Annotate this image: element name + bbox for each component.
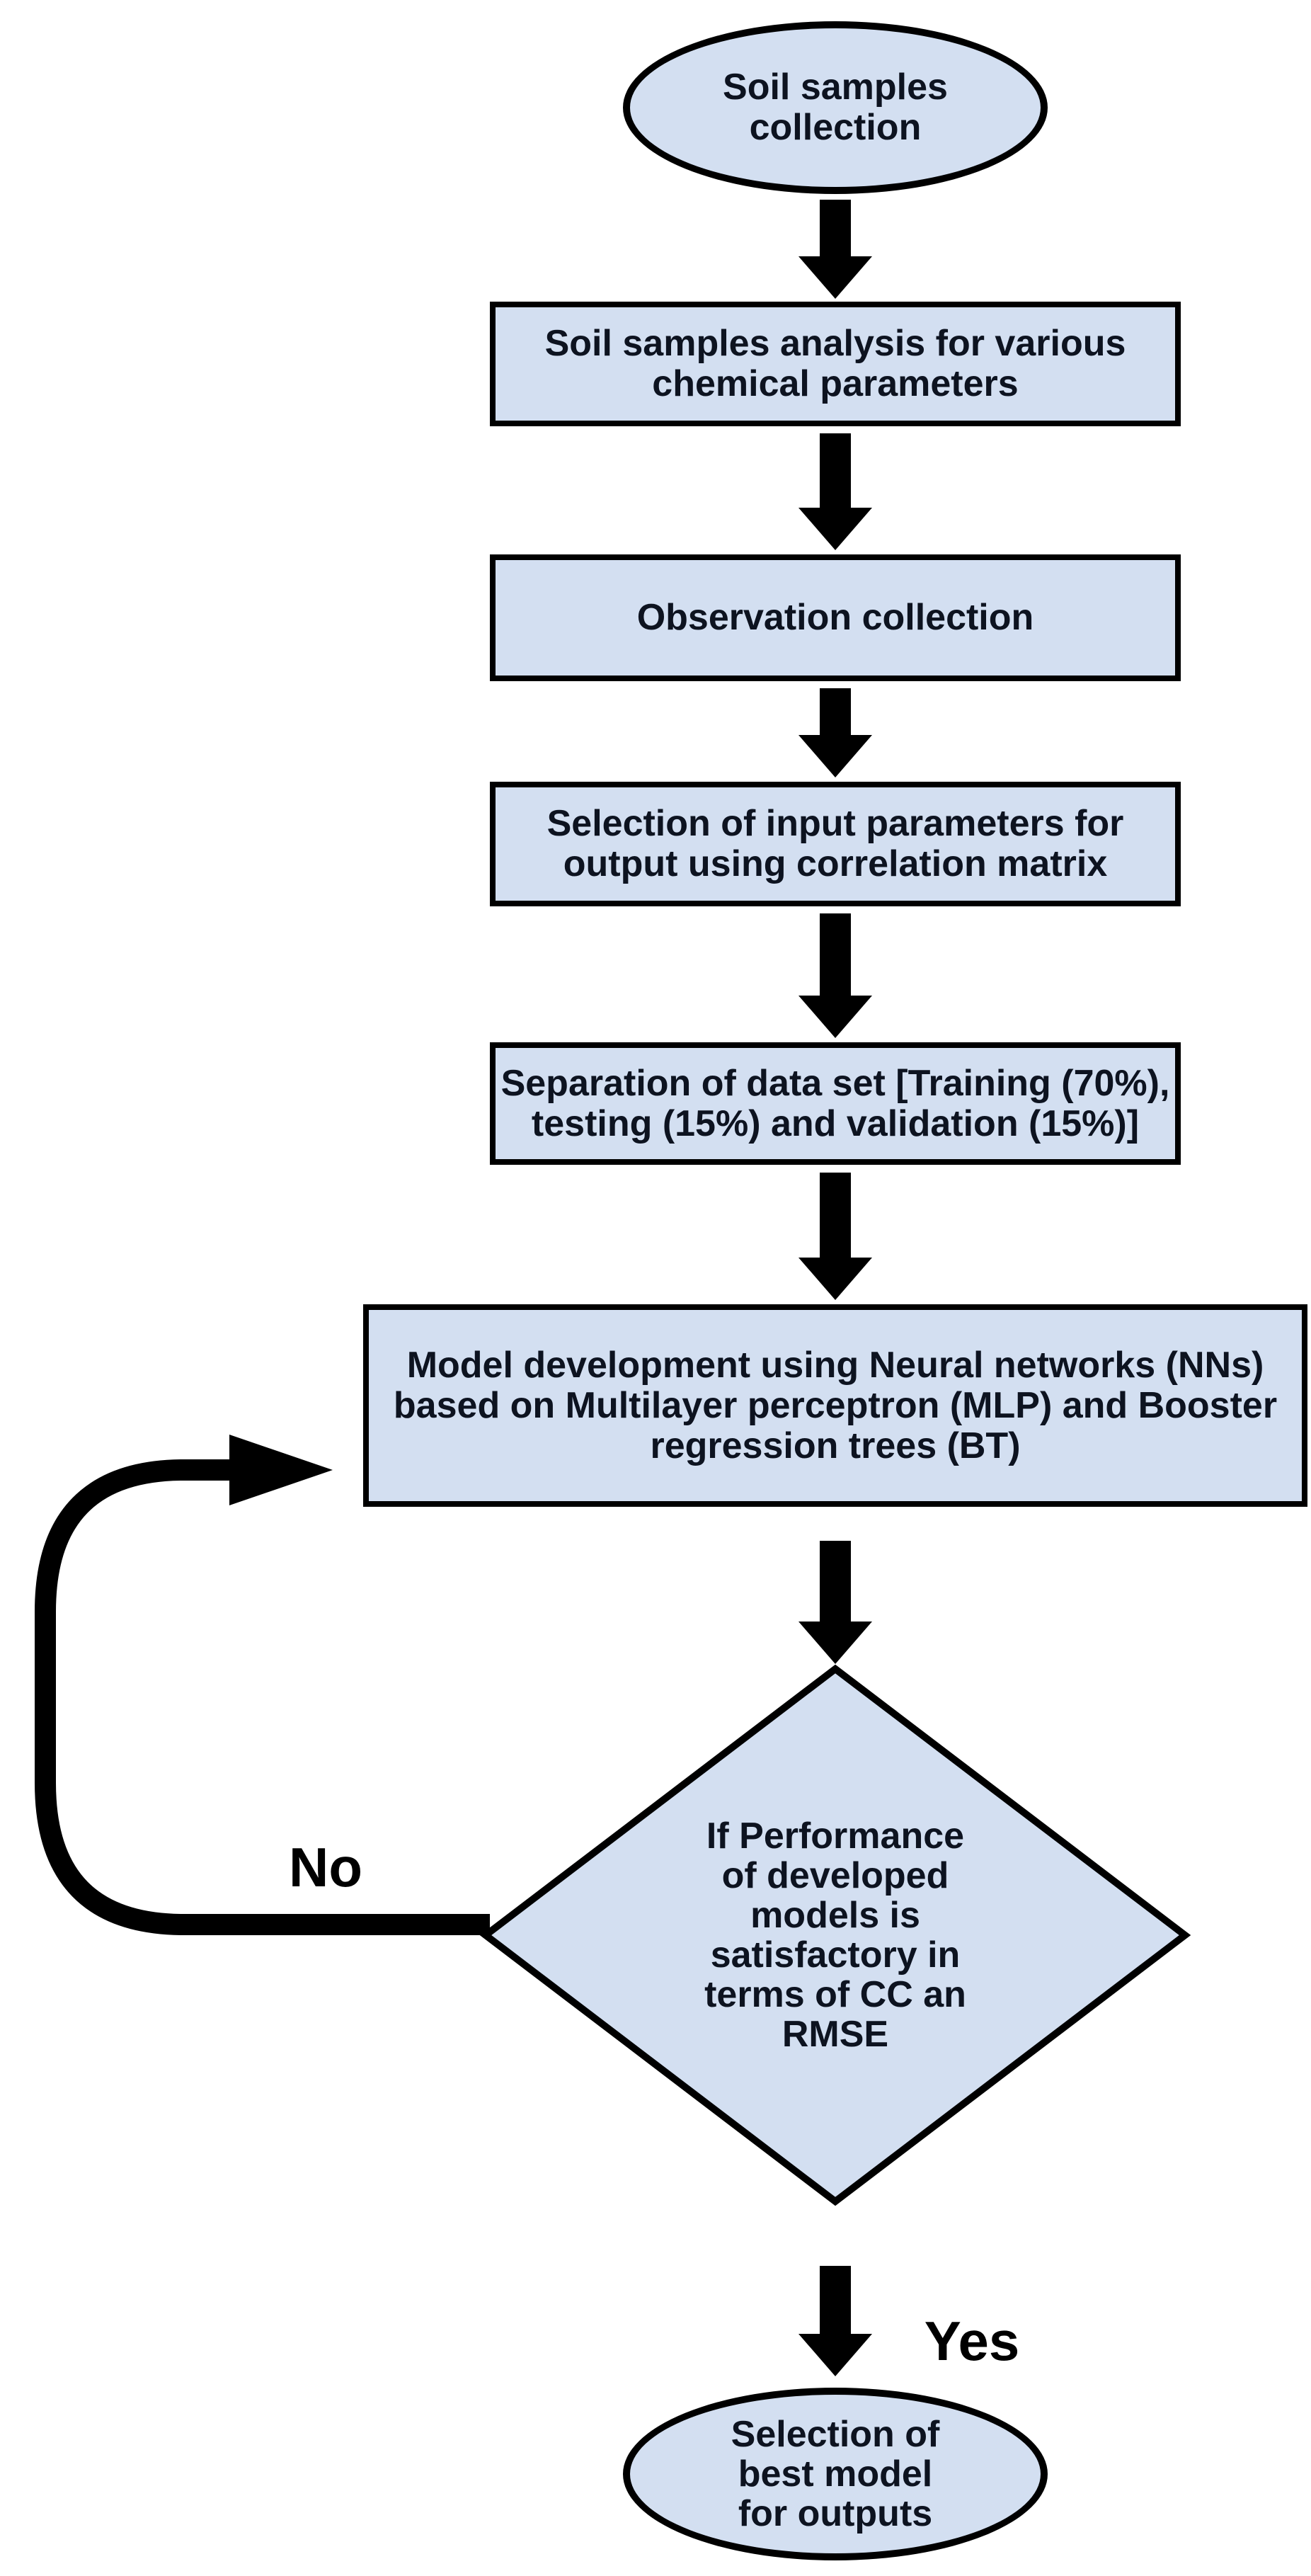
arrow-down-model-dev-to-decision bbox=[798, 1541, 872, 1664]
node-analysis-label: Soil samples analysis for various chemic… bbox=[544, 323, 1126, 404]
node-data-split-box: Separation of data set [Training (70%), … bbox=[490, 1042, 1181, 1165]
node-data-split-label: Separation of data set [Training (70%), … bbox=[500, 1062, 1170, 1144]
node-start-ellipse: Soil samples collection bbox=[623, 21, 1048, 194]
node-model-dev-label: Model development using Neural networks … bbox=[393, 1344, 1278, 1466]
node-decision-label: If Performance of developed models is sa… bbox=[704, 1816, 966, 2055]
arrow-down-start-to-analysis bbox=[798, 200, 872, 299]
arrow-down-input-selection-to-data-split bbox=[798, 913, 872, 1038]
edge-label-no: No bbox=[289, 1836, 362, 1898]
node-observation-label: Observation collection bbox=[636, 597, 1034, 638]
node-model-dev-box: Model development using Neural networks … bbox=[363, 1304, 1307, 1507]
node-start-label: Soil samples collection bbox=[723, 67, 948, 148]
node-end-label: Selection of best model for outputs bbox=[731, 2414, 940, 2534]
no-loop-arrowhead bbox=[229, 1435, 333, 1505]
no-loop-connector bbox=[35, 1459, 490, 1935]
node-observation-box: Observation collection bbox=[490, 554, 1181, 681]
decision-diamond-shape bbox=[479, 1664, 1191, 2206]
node-input-selection-label: Selection of input parameters for output… bbox=[546, 803, 1124, 884]
arrow-down-analysis-to-observation bbox=[798, 433, 872, 550]
arrow-down-decision-to-end bbox=[798, 2266, 872, 2376]
node-end-ellipse: Selection of best model for outputs bbox=[623, 2388, 1048, 2560]
arrow-down-observation-to-input-selection bbox=[798, 688, 872, 777]
node-input-selection-box: Selection of input parameters for output… bbox=[490, 782, 1181, 906]
edge-label-yes: Yes bbox=[924, 2310, 1020, 2372]
node-analysis-box: Soil samples analysis for various chemic… bbox=[490, 302, 1181, 426]
arrow-down-data-split-to-model-dev bbox=[798, 1173, 872, 1300]
